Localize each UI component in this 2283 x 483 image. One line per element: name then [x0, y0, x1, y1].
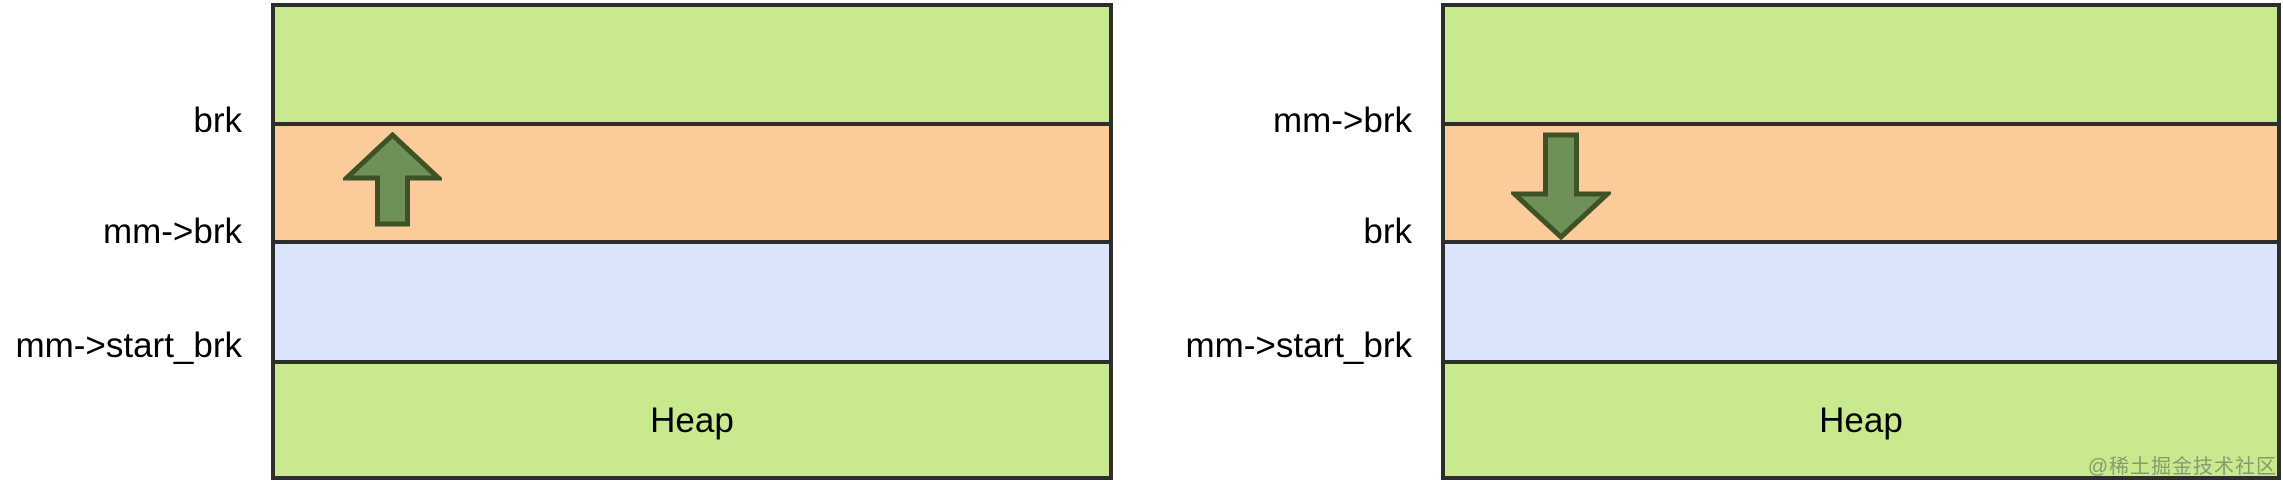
band-brk-delta-region	[275, 122, 1109, 240]
heap-label: Heap	[650, 400, 734, 440]
band-allocated-region	[275, 240, 1109, 360]
memory-box: Heap	[271, 3, 1113, 480]
heap-label: Heap	[1819, 400, 1903, 440]
watermark: @稀土掘金技术社区	[2087, 456, 2277, 478]
band-unmapped-region	[275, 7, 1109, 122]
up-arrow-icon	[343, 132, 442, 227]
label-mm-brk: mm->brk	[1272, 101, 1412, 140]
label-mm-brk: mm->brk	[102, 212, 242, 251]
band-brk-delta-region	[1445, 122, 2277, 240]
down-arrow-icon	[1511, 132, 1611, 240]
band-allocated-region	[1445, 240, 2277, 360]
label-mm-start-brk: mm->start_brk	[15, 326, 242, 365]
heap-grow-diagram: brk mm->brk mm->start_brk Heap	[0, 0, 1113, 483]
label-brk-new: brk	[1363, 212, 1412, 251]
band-unmapped-region	[1445, 7, 2277, 122]
band-heap-region: Heap	[275, 360, 1109, 476]
band-heap-region: Heap	[1445, 360, 2277, 476]
memory-box: Heap	[1441, 3, 2281, 480]
label-brk-new: brk	[193, 101, 242, 140]
label-mm-start-brk: mm->start_brk	[1185, 326, 1412, 365]
heap-shrink-diagram: mm->brk brk mm->start_brk Heap	[1170, 0, 2283, 483]
